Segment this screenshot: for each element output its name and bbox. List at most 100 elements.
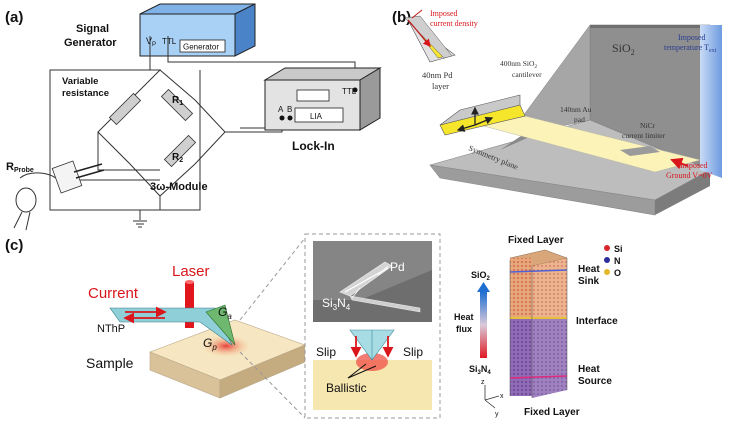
flux-bot-label: Si	[469, 364, 478, 374]
panel-c-tag: (c)	[5, 237, 23, 254]
lia-b-label: B	[287, 105, 292, 114]
interface-label: Interface	[576, 316, 618, 327]
signal-generator: Generator VP TTL	[139, 3, 256, 57]
nicr-label-2: current limiter	[622, 131, 666, 140]
svg-text:Gp: Gp	[203, 336, 217, 352]
legend-n-label: N	[614, 256, 621, 266]
fixed-layer-bottom: Fixed Layer	[524, 407, 580, 418]
ballistic-label: Ballistic	[326, 381, 367, 395]
circuit-wires	[49, 36, 356, 220]
temp-label-1: Imposed	[678, 33, 706, 42]
slip-left-label: Slip	[316, 345, 336, 359]
svg-text:temperature Text: temperature Text	[664, 43, 717, 54]
legend-si-marker	[604, 245, 610, 251]
au-pad-label-2: pad	[574, 115, 585, 124]
flux-top-label: SiO	[471, 270, 487, 280]
legend-o-marker	[604, 269, 610, 275]
svg-text:SiO2: SiO2	[612, 41, 635, 57]
heat-flux-bar	[480, 292, 487, 358]
md-column	[509, 249, 568, 398]
nicr-label-1: NiCr	[640, 121, 656, 130]
flux-bot-sub1: 3	[478, 370, 482, 376]
si3n4-label: Si	[322, 296, 333, 310]
slip-right-label: Slip	[403, 345, 423, 359]
flux-top-sub: 2	[487, 276, 491, 282]
si3n4-sub2: 4	[346, 303, 351, 312]
ttl-lia-label: TTL	[342, 87, 357, 96]
probe	[13, 160, 105, 231]
lia-a-label: A	[278, 105, 284, 114]
current-density-label-1: Imposed	[430, 9, 458, 18]
panel-b-tag: (b)	[392, 9, 411, 26]
ttl-gen-label: TTL	[162, 37, 177, 46]
ga-label: G	[218, 305, 227, 319]
axis-z-label: z	[481, 379, 485, 386]
panel-c: (c) Current Laser Ga Gp NThP Sample	[5, 233, 623, 419]
au-pad-label-1: 140nm Au	[560, 105, 592, 114]
sample-label: Sample	[86, 355, 134, 371]
temp-sub: ext	[709, 48, 717, 54]
cantilever-sub: 2	[534, 64, 537, 70]
rprobe-sub: Probe	[14, 167, 34, 174]
variable-resistance-label-2: resistance	[62, 88, 109, 99]
pd-layer-label-2: layer	[432, 81, 449, 91]
vp-sub: P	[152, 42, 156, 48]
module-label: 3ω-Module	[150, 181, 208, 193]
axis-x-label: x	[500, 393, 504, 400]
panel-b: (b) Imposed current density	[392, 9, 722, 216]
r2-sub: 2	[179, 157, 183, 164]
legend-o-label: O	[614, 268, 621, 278]
lia-box-label: LIA	[310, 112, 323, 121]
lock-in-label: Lock-In	[292, 139, 335, 153]
si3n4-mid: N	[337, 296, 346, 310]
svg-text:Si3N4: Si3N4	[322, 296, 351, 312]
generator-box-label: Generator	[183, 43, 219, 52]
r2-label: R	[172, 152, 180, 163]
legend-si-label: Si	[614, 244, 623, 254]
resistors	[108, 88, 197, 168]
pd-tip-label: Pd	[390, 260, 405, 274]
panel-a: (a) Generator VP TTL Signal Generator	[5, 3, 382, 231]
sio2-label: SiO	[612, 41, 631, 55]
flux-bot-sub2: 4	[487, 370, 491, 376]
gp-sub: p	[211, 343, 217, 352]
sio2-sub: 2	[631, 48, 635, 57]
gp-label: G	[203, 336, 212, 350]
r1-label: R	[172, 95, 180, 106]
variable-resistance-label-1: Variable	[62, 76, 98, 87]
svg-text:Ga: Ga	[218, 305, 232, 321]
temp-label-2: temperature T	[664, 43, 709, 52]
ground-label-2: Ground V=0V	[666, 171, 713, 180]
lock-in-amplifier	[263, 67, 382, 131]
signal-generator-label-1: Signal	[76, 23, 109, 35]
si3n4-sub1: 3	[333, 303, 338, 312]
heat-source-label-2: Source	[578, 376, 612, 387]
r1-sub: 1	[179, 100, 183, 107]
signal-generator-label-2: Generator	[64, 37, 117, 49]
current-density-label-2: current density	[430, 19, 478, 28]
heat-flux-label-1: Heat	[454, 312, 474, 322]
heat-sink-label-1: Heat	[578, 264, 600, 275]
heat-flux-label-2: flux	[456, 324, 472, 334]
cantilever-label-2: cantilever	[512, 70, 542, 79]
cantilever-label-1: 400nm SiO	[500, 59, 535, 68]
current-label: Current	[88, 285, 139, 302]
svg-text:R1: R1	[172, 95, 183, 107]
pd-layer-label-1: 40nm Pd	[422, 70, 453, 80]
heat-source-label-1: Heat	[578, 364, 600, 375]
rprobe-label: R	[6, 161, 14, 173]
svg-text:SiO2: SiO2	[471, 270, 491, 282]
axis-triad	[484, 385, 500, 409]
svg-text:400nm SiO2: 400nm SiO2	[500, 59, 537, 70]
element-legend: Si N O	[604, 244, 623, 278]
panel-a-tag: (a)	[5, 9, 23, 26]
fixed-layer-top: Fixed Layer	[508, 235, 564, 246]
svg-text:RProbe: RProbe	[6, 161, 34, 174]
svg-text:Si3N4: Si3N4	[469, 364, 491, 376]
ground-label-1: Imposed	[680, 161, 708, 170]
heat-sink-label-2: Sink	[578, 276, 600, 287]
svg-text:VP: VP	[146, 36, 156, 48]
nthp-label: NThP	[97, 323, 125, 335]
ga-sub: a	[227, 312, 232, 321]
